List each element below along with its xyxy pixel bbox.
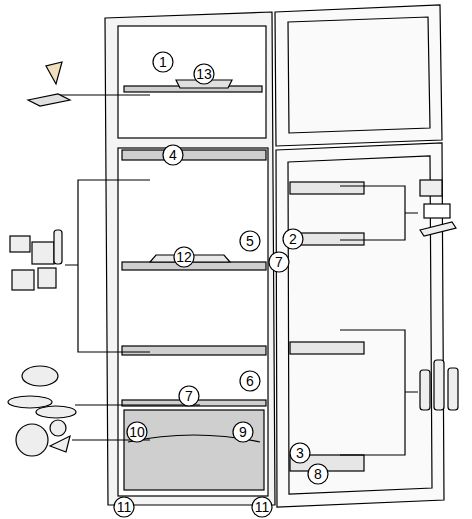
callout-ring bbox=[240, 231, 260, 251]
fridge-door bbox=[276, 143, 444, 507]
jar-icon bbox=[12, 270, 34, 290]
callout-number: 8 bbox=[308, 464, 328, 484]
callout-ring bbox=[174, 247, 194, 267]
callout-number: 7 bbox=[269, 252, 289, 272]
door-bin bbox=[290, 182, 364, 194]
door-panel bbox=[288, 17, 430, 133]
bracket bbox=[340, 186, 418, 240]
jar-icon bbox=[420, 180, 442, 196]
callout-ring bbox=[233, 422, 253, 442]
leader-line bbox=[60, 94, 150, 95]
bracket bbox=[65, 180, 150, 352]
butter-icon bbox=[424, 204, 450, 218]
pot-icon bbox=[22, 366, 58, 386]
crisper-drawer bbox=[124, 410, 264, 490]
callout-number: 10 bbox=[127, 422, 147, 442]
glass-shelf bbox=[122, 346, 266, 355]
fish-icon bbox=[36, 406, 76, 418]
callout-number: 1 bbox=[153, 52, 173, 72]
door-bin bbox=[290, 342, 364, 354]
glass-shelf bbox=[122, 262, 266, 270]
callout-number: 12 bbox=[174, 247, 194, 267]
fridge-body bbox=[105, 12, 275, 505]
callout-number: 11 bbox=[114, 497, 134, 517]
jar-icon bbox=[38, 268, 56, 288]
bottle-icon bbox=[434, 360, 444, 410]
callout-number: 3 bbox=[290, 443, 310, 463]
callout-ring bbox=[179, 386, 199, 406]
freezer-compartment bbox=[118, 26, 266, 138]
bracket bbox=[340, 330, 418, 455]
callout-ring bbox=[127, 422, 147, 442]
callout-number: 11 bbox=[252, 497, 272, 517]
callout-ring bbox=[252, 497, 272, 517]
callout-ring bbox=[194, 64, 214, 84]
carrot-icon bbox=[50, 436, 70, 452]
vegetable-icon bbox=[50, 420, 66, 436]
bottle-icon bbox=[54, 230, 62, 264]
callout-ring bbox=[283, 229, 303, 249]
callout-ring bbox=[269, 252, 289, 272]
bottle-icon bbox=[420, 370, 430, 410]
glass-shelf bbox=[122, 150, 266, 160]
callout-ring bbox=[240, 371, 260, 391]
bottle-icon bbox=[448, 368, 458, 410]
callout-ring bbox=[114, 497, 134, 517]
callout-number: 6 bbox=[240, 371, 260, 391]
cabbage-icon bbox=[16, 424, 48, 456]
callout-number: 2 bbox=[283, 229, 303, 249]
ice-cream-box-icon bbox=[28, 94, 70, 106]
callout-ring bbox=[153, 52, 173, 72]
callout-number: 4 bbox=[163, 145, 183, 165]
callout-ring bbox=[308, 464, 328, 484]
door-panel bbox=[288, 156, 432, 494]
freezer-door bbox=[275, 5, 442, 146]
callout-number: 9 bbox=[233, 422, 253, 442]
callout-ring bbox=[163, 145, 183, 165]
callout-number: 5 bbox=[240, 231, 260, 251]
callout-ring bbox=[290, 443, 310, 463]
fish-icon bbox=[8, 396, 52, 408]
tube-icon bbox=[420, 222, 456, 236]
fridge-compartment bbox=[118, 148, 268, 496]
callout-number: 13 bbox=[194, 64, 214, 84]
ice-cream-icon bbox=[46, 62, 62, 84]
jar-icon bbox=[10, 236, 30, 252]
leader-line bbox=[75, 404, 200, 405]
box-icon bbox=[32, 242, 54, 264]
callout-number: 7 bbox=[179, 386, 199, 406]
